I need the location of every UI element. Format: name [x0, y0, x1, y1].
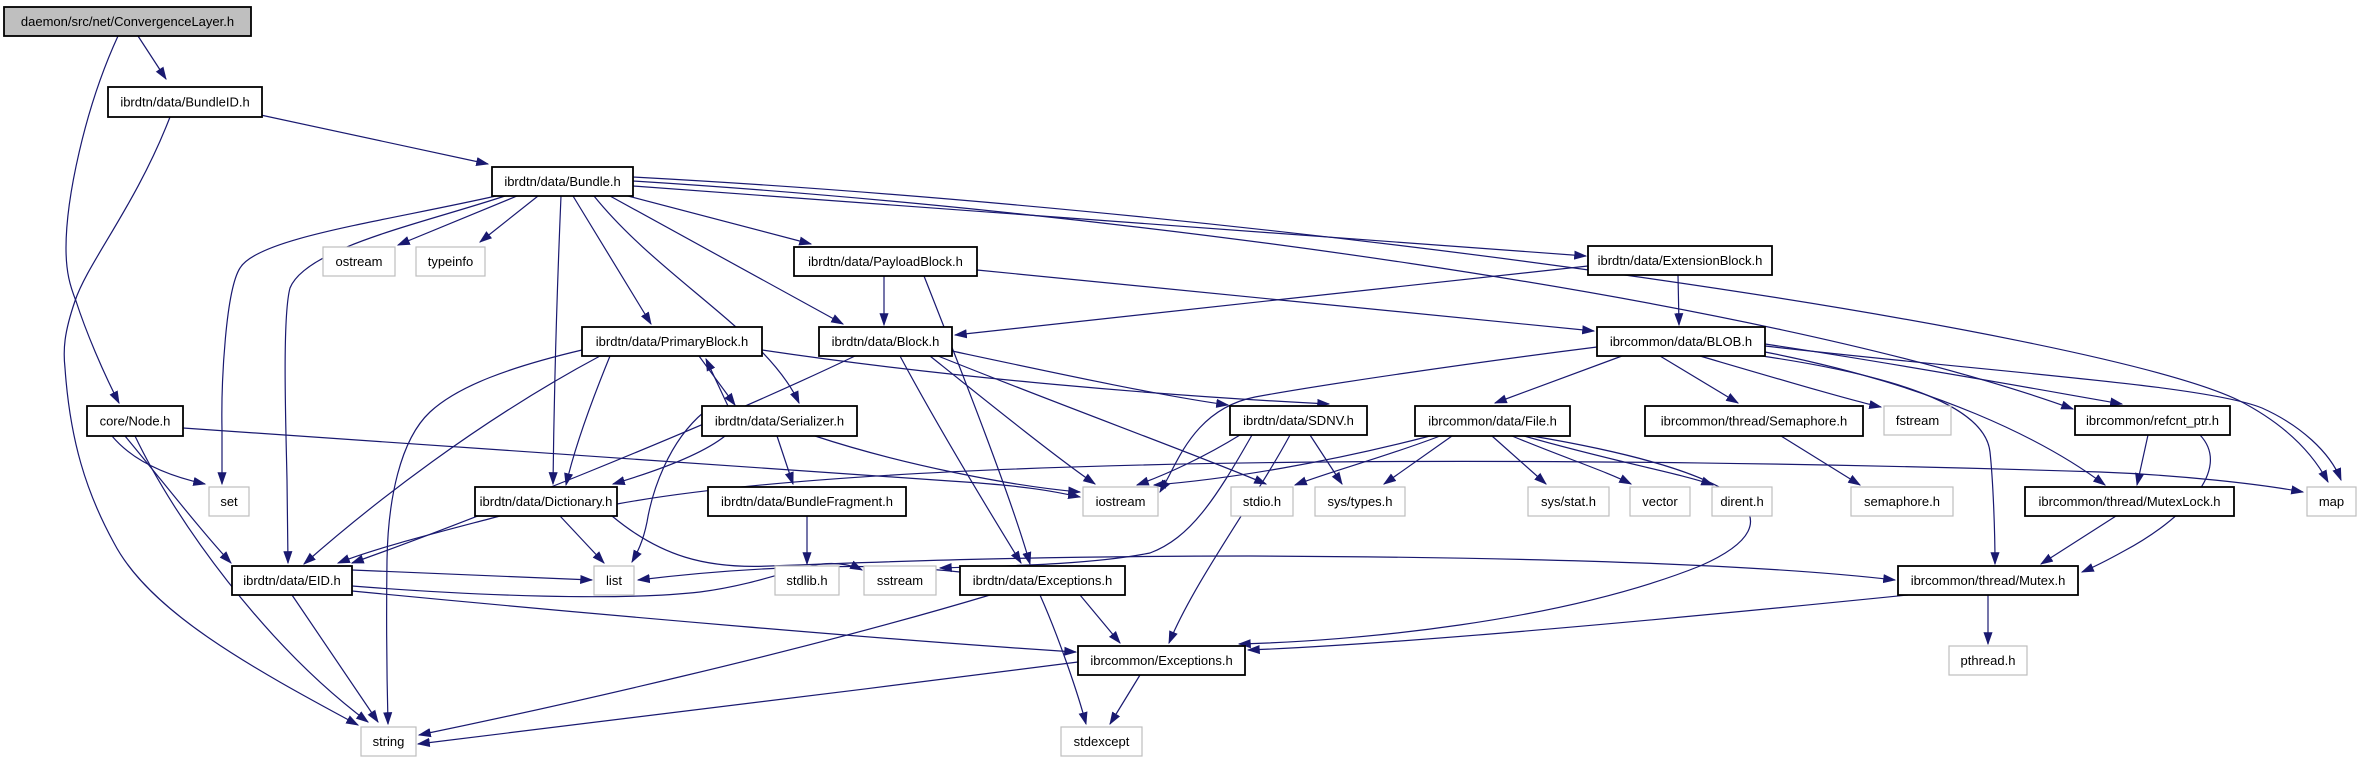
- svg-text:ibrcommon/data/File.h: ibrcommon/data/File.h: [1428, 414, 1557, 429]
- svg-text:pthread.h: pthread.h: [1961, 653, 2016, 668]
- svg-text:set: set: [220, 494, 238, 509]
- svg-text:iostream: iostream: [1096, 494, 1146, 509]
- svg-text:ibrdtn/data/PayloadBlock.h: ibrdtn/data/PayloadBlock.h: [808, 254, 963, 269]
- svg-text:stdio.h: stdio.h: [1243, 494, 1281, 509]
- svg-text:ibrcommon/thread/MutexLock.h: ibrcommon/thread/MutexLock.h: [2038, 494, 2220, 509]
- svg-text:core/Node.h: core/Node.h: [100, 414, 171, 429]
- svg-text:ibrdtn/data/BundleID.h: ibrdtn/data/BundleID.h: [120, 95, 249, 110]
- svg-text:ibrdtn/data/Exceptions.h: ibrdtn/data/Exceptions.h: [973, 573, 1112, 588]
- svg-text:typeinfo: typeinfo: [428, 254, 474, 269]
- svg-text:sstream: sstream: [877, 573, 923, 588]
- svg-text:ibrdtn/data/SDNV.h: ibrdtn/data/SDNV.h: [1243, 413, 1354, 428]
- svg-text:sys/types.h: sys/types.h: [1327, 494, 1392, 509]
- svg-text:vector: vector: [1642, 494, 1678, 509]
- svg-text:fstream: fstream: [1896, 413, 1939, 428]
- svg-text:ibrdtn/data/EID.h: ibrdtn/data/EID.h: [243, 573, 341, 588]
- svg-text:dirent.h: dirent.h: [1720, 494, 1763, 509]
- svg-text:ibrdtn/data/BundleFragment.h: ibrdtn/data/BundleFragment.h: [721, 494, 893, 509]
- svg-text:ibrdtn/data/Dictionary.h: ibrdtn/data/Dictionary.h: [480, 494, 613, 509]
- svg-text:stdlib.h: stdlib.h: [786, 573, 827, 588]
- svg-text:ibrcommon/data/BLOB.h: ibrcommon/data/BLOB.h: [1610, 334, 1752, 349]
- svg-text:ibrdtn/data/PrimaryBlock.h: ibrdtn/data/PrimaryBlock.h: [596, 334, 748, 349]
- svg-text:stdexcept: stdexcept: [1074, 734, 1130, 749]
- svg-text:ibrcommon/refcnt_ptr.h: ibrcommon/refcnt_ptr.h: [2086, 413, 2219, 428]
- svg-text:ibrdtn/data/ExtensionBlock.h: ibrdtn/data/ExtensionBlock.h: [1598, 253, 1763, 268]
- svg-text:map: map: [2319, 494, 2344, 509]
- svg-text:sys/stat.h: sys/stat.h: [1541, 494, 1596, 509]
- svg-text:ibrdtn/data/Block.h: ibrdtn/data/Block.h: [832, 334, 940, 349]
- svg-text:ibrdtn/data/Bundle.h: ibrdtn/data/Bundle.h: [504, 174, 620, 189]
- svg-text:ibrcommon/thread/Semaphore.h: ibrcommon/thread/Semaphore.h: [1661, 414, 1847, 429]
- svg-text:ibrdtn/data/Serializer.h: ibrdtn/data/Serializer.h: [715, 414, 844, 429]
- svg-text:semaphore.h: semaphore.h: [1864, 494, 1940, 509]
- svg-text:ostream: ostream: [336, 254, 383, 269]
- svg-text:ibrcommon/Exceptions.h: ibrcommon/Exceptions.h: [1090, 653, 1232, 668]
- svg-text:string: string: [373, 734, 405, 749]
- svg-text:daemon/src/net/ConvergenceLaye: daemon/src/net/ConvergenceLayer.h: [21, 14, 234, 29]
- svg-text:ibrcommon/thread/Mutex.h: ibrcommon/thread/Mutex.h: [1911, 573, 2066, 588]
- svg-text:list: list: [606, 573, 622, 588]
